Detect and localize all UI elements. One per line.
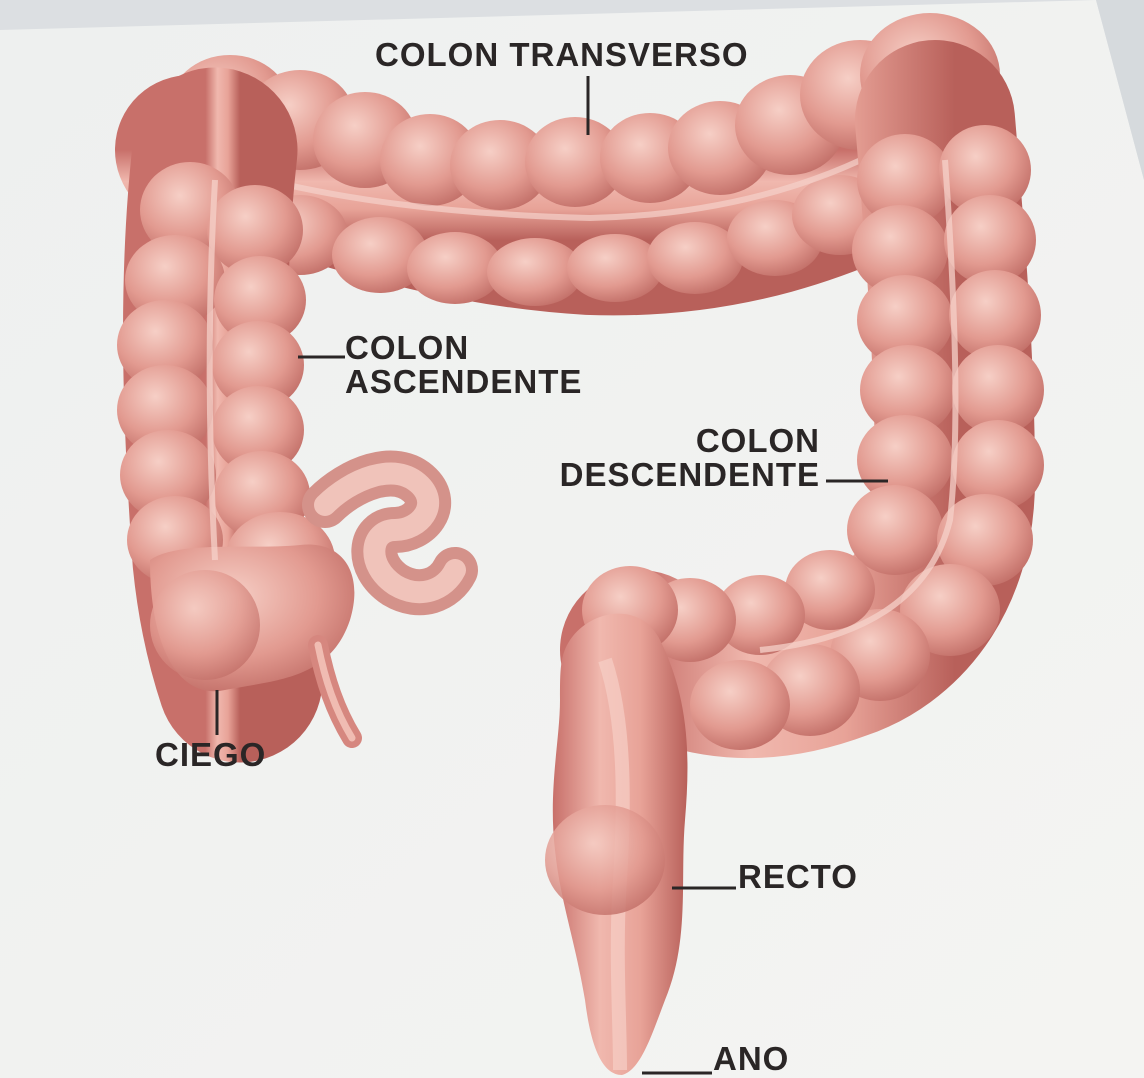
label-colon-ascendente-line-2: ASCENDENTE: [345, 365, 582, 399]
label-colon-ascendente: COLON ASCENDENTE: [345, 331, 582, 399]
label-colon-descendente-line-2: DESCENDENTE: [518, 458, 820, 492]
label-recto: RECTO: [738, 860, 858, 894]
label-colon-descendente-line-1: COLON: [518, 424, 820, 458]
label-colon-transverso: COLON TRANSVERSO: [375, 38, 749, 72]
label-ciego: CIEGO: [155, 738, 266, 772]
label-colon-descendente: COLON DESCENDENTE: [518, 424, 820, 492]
label-ano: ANO: [713, 1042, 789, 1076]
label-colon-ascendente-line-1: COLON: [345, 331, 582, 365]
